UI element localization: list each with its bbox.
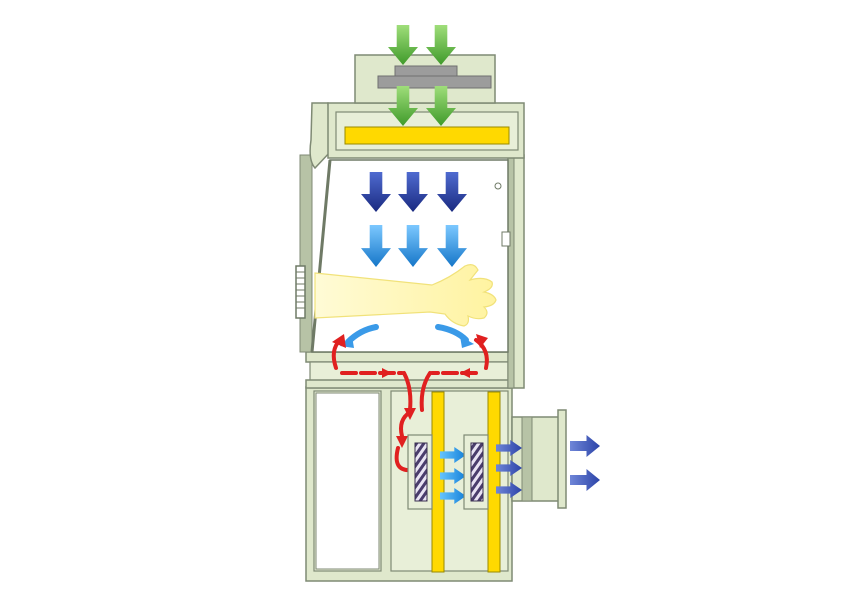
red-flow-right-loop <box>474 338 489 370</box>
supply-hepa-filter <box>344 126 510 145</box>
downflow-arrow-bottom-2 <box>398 225 428 267</box>
exhaust-duct-box <box>511 416 561 502</box>
red-head-left-up <box>332 334 346 348</box>
chamber-side-wall <box>299 154 313 353</box>
base-left-cavity <box>315 392 380 570</box>
right-latch <box>501 231 511 247</box>
intake-arrow-2 <box>426 25 456 65</box>
prefilter-right-media <box>470 442 484 502</box>
red-head-mid-right <box>460 368 470 378</box>
downflow-arrow-bottom-3 <box>437 225 467 267</box>
filter-air-arrow-right-1 <box>496 440 522 456</box>
airflow-arrows <box>340 25 600 504</box>
red-head-curl <box>396 436 408 448</box>
sash-handle <box>295 265 306 319</box>
filter-air-arrow-right-2 <box>496 460 522 476</box>
exhaust-duct-flange <box>557 409 567 509</box>
filter-air-arrow-left-3 <box>440 488 466 504</box>
top-hood <box>309 102 525 170</box>
red-head-down-a <box>404 408 416 420</box>
filter-air-arrow-left-2 <box>440 468 466 484</box>
red-head-right-up <box>476 334 488 348</box>
prefilter-left-media <box>414 442 428 502</box>
exhaust-hepa-column-right <box>487 391 501 573</box>
work-surface-top <box>305 351 513 363</box>
downflow-arrow-top-1 <box>361 172 391 212</box>
hood-front-curve <box>309 102 333 170</box>
exhaust-arrow-1 <box>570 435 600 457</box>
prefilter-left <box>407 434 433 510</box>
exhaust-duct-side <box>521 416 533 502</box>
exhaust-arrow-2 <box>570 469 600 491</box>
exhaust-hepa-column-left <box>431 391 445 573</box>
red-flow-down-right <box>419 371 432 412</box>
downflow-arrow-bottom-1 <box>361 225 391 267</box>
downflow-arrow-top-3 <box>437 172 467 212</box>
right-pivot <box>494 182 502 190</box>
sash-frame-left <box>310 159 332 353</box>
downflow-arrow-top-2 <box>398 172 428 212</box>
blower-band <box>377 75 492 89</box>
red-flow-down-left <box>402 371 413 412</box>
intake-arrow-3 <box>388 86 418 126</box>
red-head-mid-left <box>382 368 392 378</box>
split-arrow-right <box>435 324 469 343</box>
blower-housing <box>354 54 496 104</box>
intake-arrow-1 <box>388 25 418 65</box>
filter-air-arrow-left-1 <box>440 447 466 463</box>
blower-flap <box>394 65 458 77</box>
intake-arrow-4 <box>426 86 456 126</box>
exhaust-duct <box>511 409 567 509</box>
sash-handle-grips <box>296 271 305 309</box>
prefilter-right <box>463 434 489 510</box>
chamber-right-shade <box>507 154 515 389</box>
arm-glove <box>314 264 497 327</box>
filter-air-arrow-right-3 <box>496 482 522 498</box>
split-arrow-right-head <box>460 336 474 348</box>
